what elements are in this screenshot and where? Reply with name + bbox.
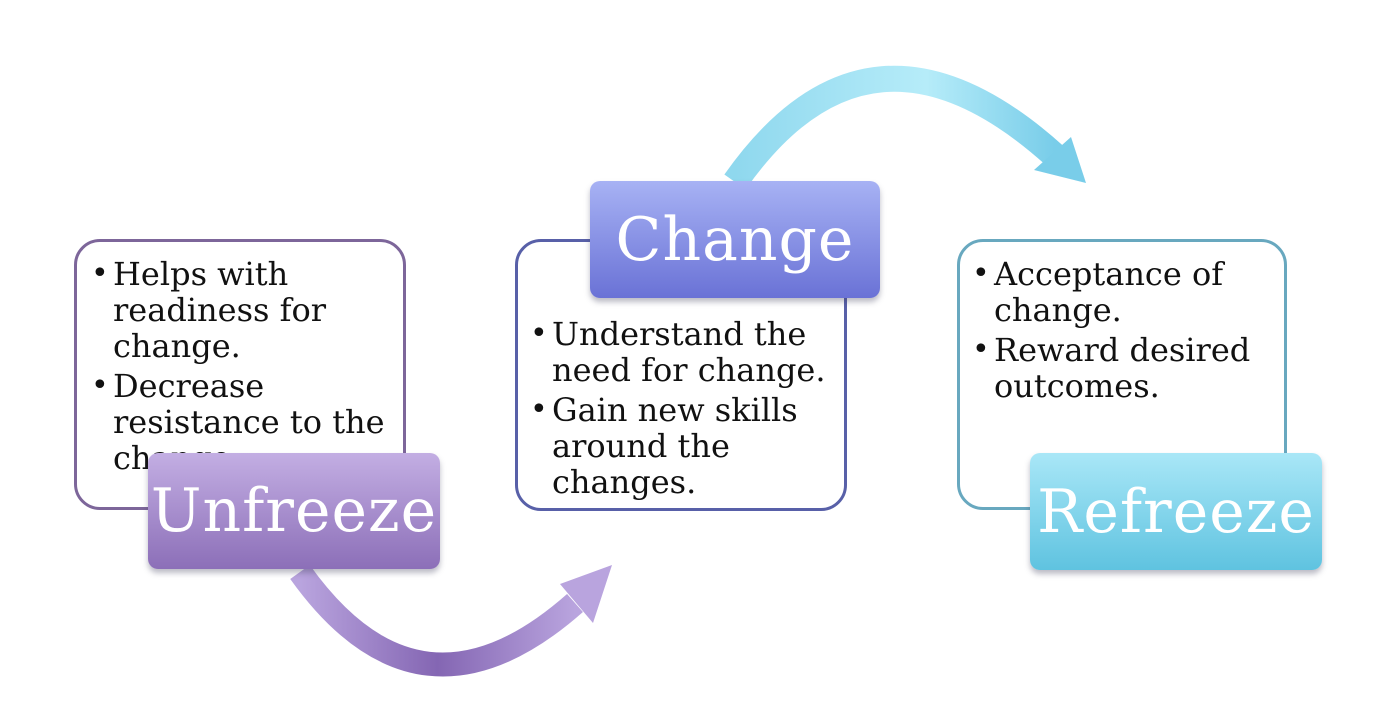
arrow-change-to-refreeze [724, 65, 1086, 190]
unfreeze-points: Helps with readiness for change. Decreas… [91, 256, 401, 480]
change-points: Understand the need for change. Gain new… [530, 316, 848, 504]
refreeze-point: Acceptance of change. [972, 256, 1282, 328]
arrow-unfreeze-to-change [290, 565, 612, 677]
change-point: Gain new skills around the changes. [530, 392, 848, 500]
unfreeze-point: Helps with readiness for change. [91, 256, 401, 364]
refreeze-points: Acceptance of change. Reward desired out… [972, 256, 1282, 408]
change-point: Understand the need for change. [530, 316, 848, 388]
unfreeze-label: Unfreeze [148, 453, 440, 569]
refreeze-label: Refreeze [1030, 453, 1322, 570]
change-label: Change [590, 181, 880, 298]
refreeze-point: Reward desired outcomes. [972, 332, 1282, 404]
